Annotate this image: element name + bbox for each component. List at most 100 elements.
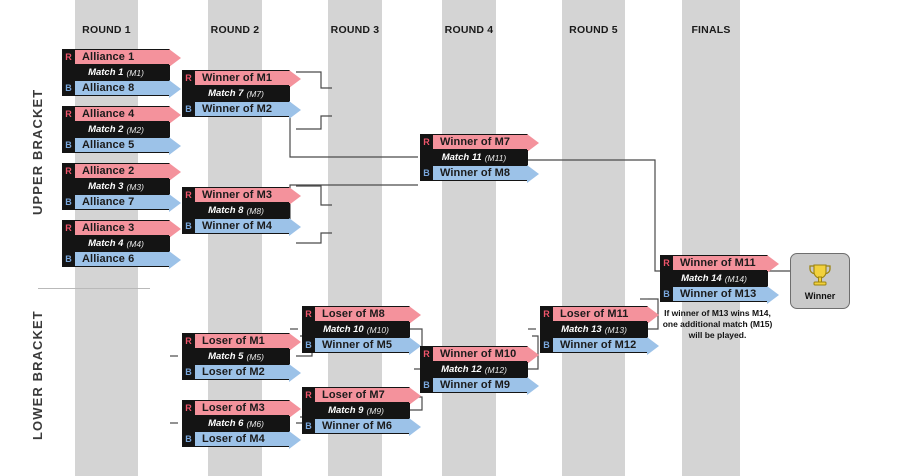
wire-m1-to-m7 xyxy=(296,71,332,89)
match-m13-label: Match 13(M13) xyxy=(540,322,648,337)
match-m8-blue-team: Winner of M4 xyxy=(195,217,301,236)
match-code: (M6) xyxy=(246,418,264,429)
red-alliance-tag: R xyxy=(420,134,433,150)
match-number: Match 10 xyxy=(323,324,364,335)
match-m14-label: Match 14(M14) xyxy=(660,271,768,286)
match-m1-label: Match 1(M1) xyxy=(62,65,170,80)
match-code: (M12) xyxy=(484,364,507,375)
match-m5-blue-team: Loser of M2 xyxy=(195,363,301,382)
match-m6-red-team: Loser of M3 xyxy=(195,399,301,418)
round-header-1: ROUND 1 xyxy=(82,24,131,36)
match-number: Match 12 xyxy=(441,364,482,375)
match-number: Match 13 xyxy=(561,324,602,335)
wire-m3-to-m8 xyxy=(296,185,332,206)
match-code: (M11) xyxy=(484,152,507,163)
match-m1-blue-team: Alliance 8 xyxy=(75,79,181,98)
match-code: (M13) xyxy=(604,324,627,335)
match-m6-label: Match 6(M6) xyxy=(182,416,290,431)
winner-card[interactable]: Winner xyxy=(790,253,850,309)
match-m14-blue-team: Winner of M13 xyxy=(673,285,779,304)
wire-m2-to-m7 xyxy=(296,115,332,130)
match-m2-label: Match 2(M2) xyxy=(62,122,170,137)
round-header-3: ROUND 3 xyxy=(330,24,380,36)
match-m7-red-team: Winner of M1 xyxy=(195,69,301,88)
match-m12-label: Match 12(M12) xyxy=(420,362,528,377)
red-alliance-tag: R xyxy=(540,306,553,322)
match-number: Match 11 xyxy=(441,152,482,163)
match-m5-label: Match 5(M5) xyxy=(182,349,290,364)
red-alliance-tag: R xyxy=(182,333,195,349)
blue-alliance-tag: B xyxy=(660,286,673,302)
match-m11-blue-team: Winner of M8 xyxy=(433,164,539,183)
match-m7-blue-team: Winner of M2 xyxy=(195,100,301,119)
match-m4-red-team: Alliance 3 xyxy=(75,219,181,238)
wire-m4-to-m8 xyxy=(296,232,332,244)
match-m9-red-team: Loser of M7 xyxy=(315,386,421,405)
match-code: (M1) xyxy=(126,67,144,78)
blue-alliance-tag: B xyxy=(182,101,195,117)
round-stripe-6 xyxy=(682,0,740,476)
match-m5-red-team: Loser of M1 xyxy=(195,332,301,351)
match-number: Match 8 xyxy=(208,205,244,216)
match-number: Match 1 xyxy=(88,67,124,78)
round-stripe-4 xyxy=(442,0,496,476)
match-code: (M9) xyxy=(366,405,384,416)
blue-alliance-tag: B xyxy=(420,377,433,393)
blue-alliance-tag: B xyxy=(182,431,195,447)
blue-alliance-tag: B xyxy=(182,364,195,380)
match-code: (M8) xyxy=(246,205,264,216)
match-m12-red-team: Winner of M10 xyxy=(433,345,539,364)
blue-alliance-tag: B xyxy=(62,137,75,153)
match-m2-red-team: Alliance 4 xyxy=(75,105,181,124)
winner-label: Winner xyxy=(804,290,836,301)
match-m12-blue-team: Winner of M9 xyxy=(433,376,539,395)
match-code: (M14) xyxy=(724,273,747,284)
match-m14-red-team: Winner of M11 xyxy=(673,254,779,273)
match-m1-red-team: Alliance 1 xyxy=(75,48,181,67)
match-number: Match 4 xyxy=(88,238,124,249)
match-number: Match 6 xyxy=(208,418,244,429)
